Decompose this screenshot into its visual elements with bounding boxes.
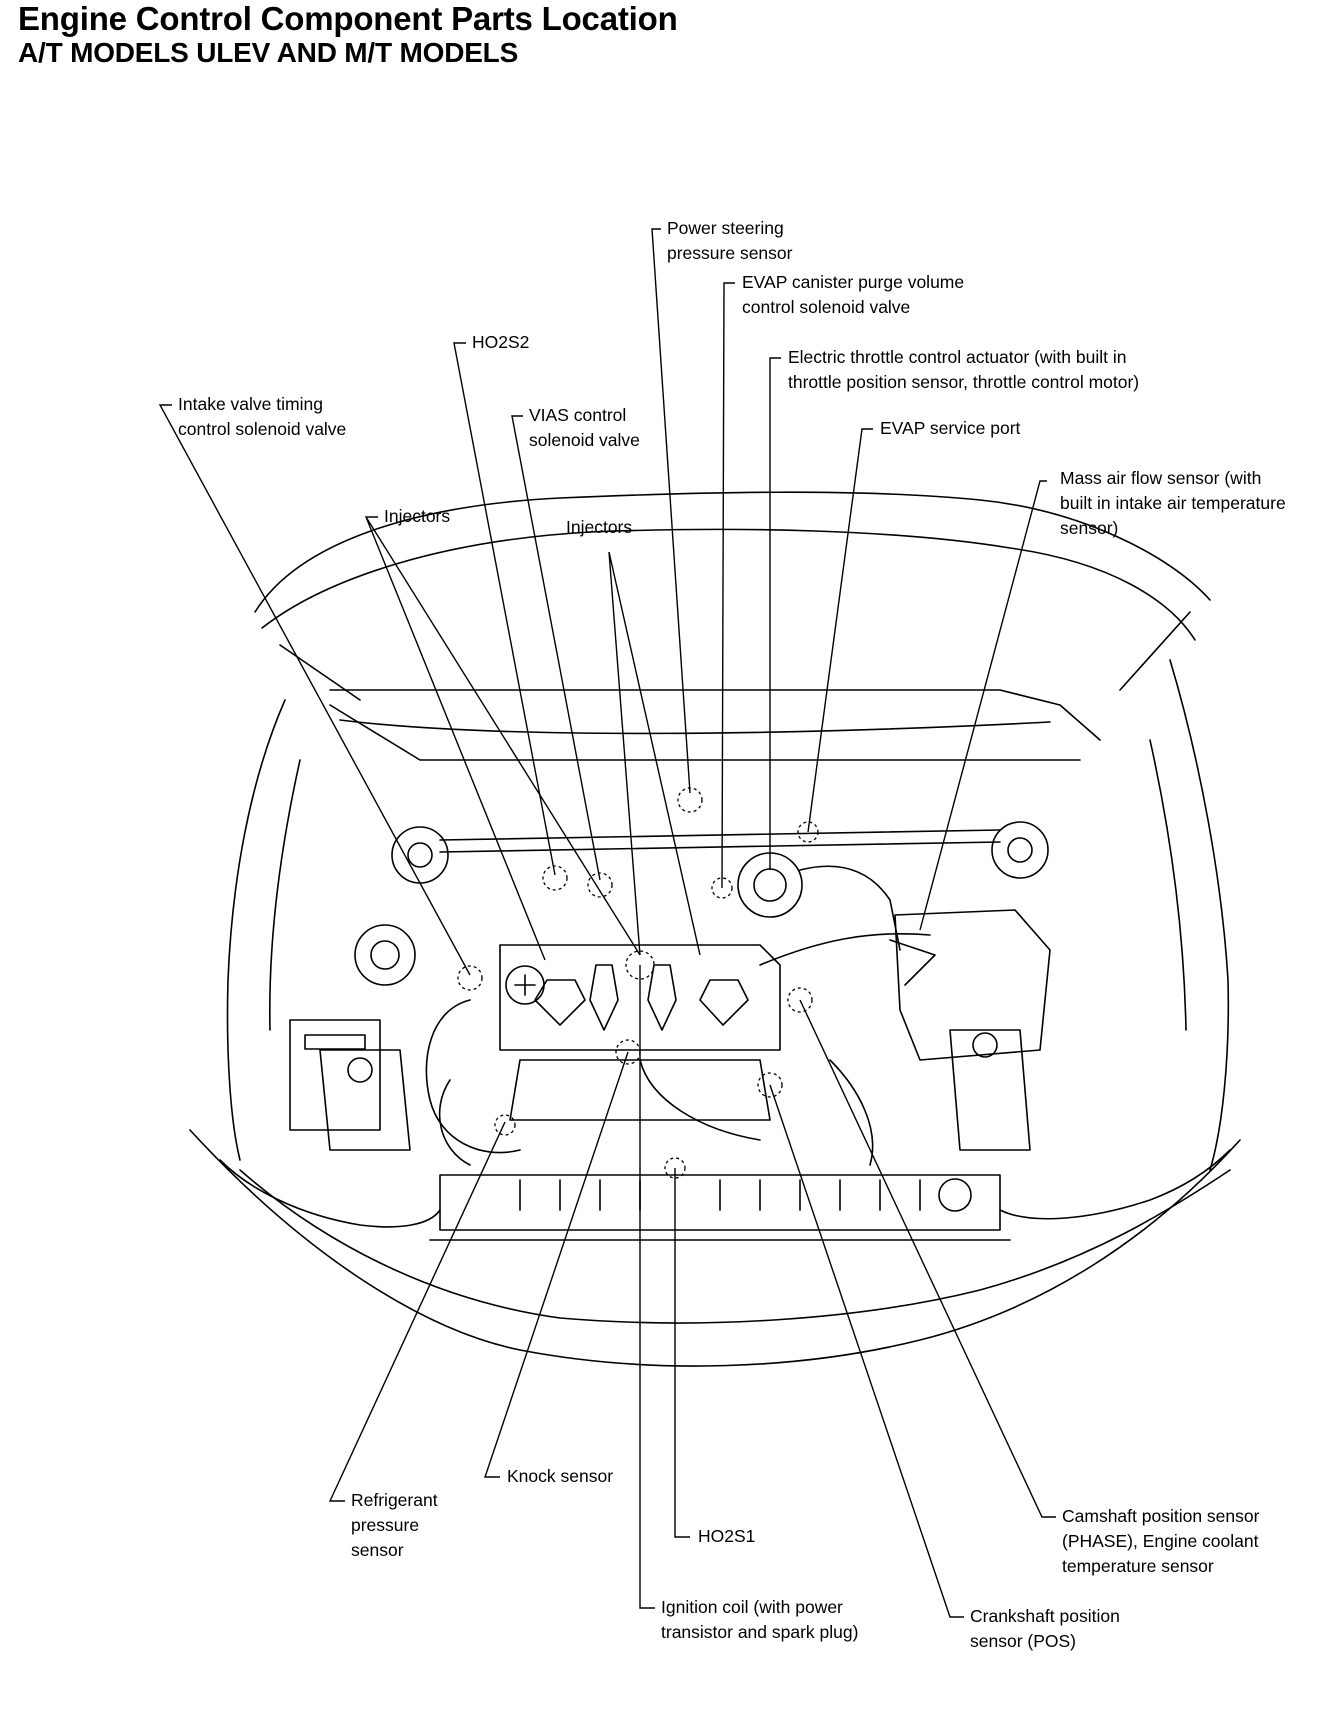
label-line: sensor) — [1060, 518, 1119, 538]
label-vias-control-solenoid: VIAS control solenoid valve — [529, 403, 640, 453]
component-markers — [457, 787, 819, 1179]
label-line: Power steering — [667, 218, 784, 238]
label-injectors-left: Injectors — [384, 504, 450, 529]
label-refrigerant-pressure-sensor: Refrigerant pressure sensor — [351, 1488, 438, 1563]
label-line: Injectors — [566, 517, 633, 537]
label-line: pressure — [351, 1515, 420, 1535]
label-line: HO2S2 — [472, 332, 530, 352]
label-line: transistor and spark plug) — [661, 1622, 859, 1642]
label-line: EVAP service port — [880, 418, 1021, 438]
label-line: Mass air flow sensor (with — [1060, 468, 1262, 488]
callout-lines — [158, 228, 1056, 1618]
label-line: Knock sensor — [507, 1466, 614, 1486]
label-line: EVAP canister purge volume — [742, 272, 965, 292]
label-line: Ignition coil (with power — [661, 1597, 843, 1617]
label-camshaft-position-sensor: Camshaft position sensor (PHASE), Engine… — [1062, 1504, 1259, 1579]
label-knock-sensor: Knock sensor — [507, 1464, 613, 1489]
label-line: control solenoid valve — [742, 297, 911, 317]
label-evap-service-port: EVAP service port — [880, 416, 1020, 441]
label-intake-valve-timing-solenoid: Intake valve timing control solenoid val… — [178, 392, 346, 442]
label-electric-throttle-control-actuator: Electric throttle control actuator (with… — [788, 345, 1139, 395]
label-power-steering-pressure-sensor: Power steering pressure sensor — [667, 216, 792, 266]
page-title: Engine Control Component Parts Location — [18, 0, 678, 37]
label-line: VIAS control — [529, 405, 627, 425]
engine-illustration — [189, 491, 1241, 1367]
label-line: solenoid valve — [529, 430, 640, 450]
label-line: sensor — [351, 1540, 404, 1560]
label-line: Camshaft position sensor — [1062, 1506, 1260, 1526]
label-line: control solenoid valve — [178, 419, 347, 439]
label-line: sensor (POS) — [970, 1631, 1076, 1651]
label-evap-canister-purge-valve: EVAP canister purge volume control solen… — [742, 270, 964, 320]
label-line: temperature sensor — [1062, 1556, 1214, 1576]
label-line: Intake valve timing — [178, 394, 323, 414]
label-mass-air-flow-sensor: Mass air flow sensor (with built in inta… — [1060, 466, 1286, 541]
label-ignition-coil: Ignition coil (with power transistor and… — [661, 1595, 858, 1645]
label-line: throttle position sensor, throttle contr… — [788, 372, 1140, 392]
label-line: Injectors — [384, 506, 451, 526]
page-subtitle: A/T MODELS ULEV AND M/T MODELS — [18, 37, 519, 68]
label-crankshaft-position-sensor: Crankshaft position sensor (POS) — [970, 1604, 1120, 1654]
label-line: Crankshaft position — [970, 1606, 1120, 1626]
label-injectors-center: Injectors — [566, 515, 632, 540]
label-ho2s1: HO2S1 — [698, 1524, 755, 1549]
label-line: HO2S1 — [698, 1526, 756, 1546]
label-line: pressure sensor — [667, 243, 793, 263]
label-line: built in intake air temperature — [1060, 493, 1286, 513]
label-line: Electric throttle control actuator (with… — [788, 347, 1127, 367]
label-ho2s2: HO2S2 — [472, 330, 529, 355]
label-line: Refrigerant — [351, 1490, 438, 1510]
label-line: (PHASE), Engine coolant — [1062, 1531, 1259, 1551]
